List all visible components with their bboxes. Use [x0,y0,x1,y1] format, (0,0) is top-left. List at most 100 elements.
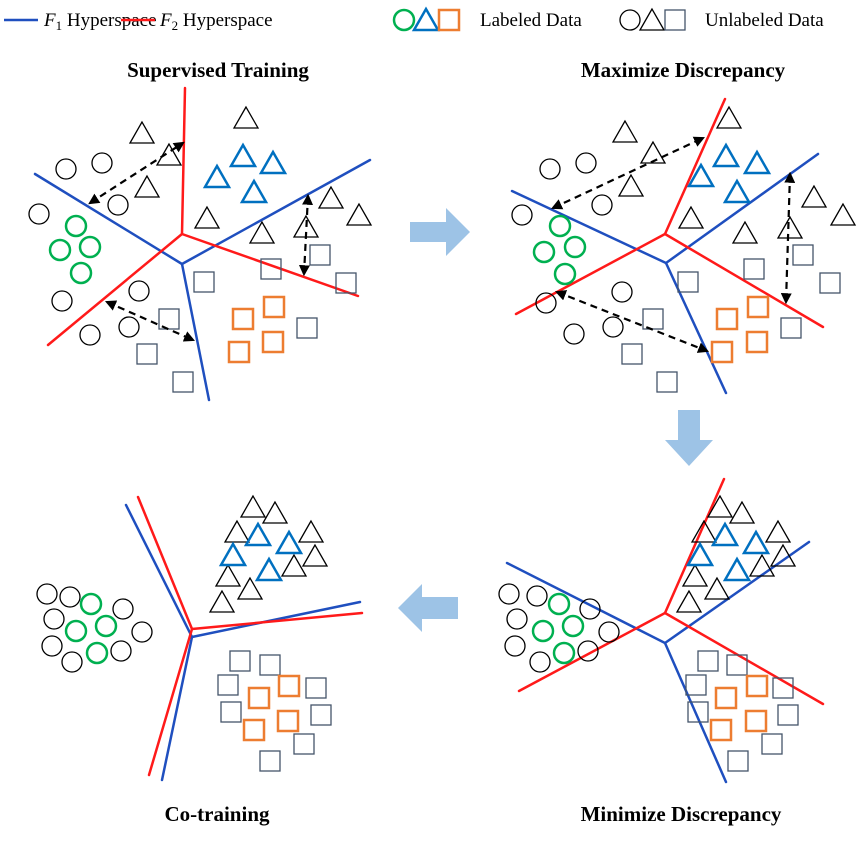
labeled-circle [94,614,118,638]
unlabeled-square [335,272,357,294]
unlabeled-square [309,244,331,266]
f2-boundary-line [147,627,194,777]
labeled-square [262,295,286,319]
unlabeled-square [621,343,643,365]
unlabeled-square [726,654,748,676]
labeled-circle [48,238,72,262]
unlabeled-triangle [193,205,221,229]
f1-legend-label: F1 Hyperspace [43,10,157,33]
unlabeled-circle [577,640,599,662]
labeled-square [714,686,738,710]
unlabeled-circle [611,281,633,303]
unlabeled-triangle [280,553,308,577]
f2-boundary-line [46,232,184,347]
f2-boundary-line [514,232,667,316]
panel-title-cotraining: Co-training [165,802,271,826]
labeled-triangle-icon [411,6,441,32]
unlabeled-circle [61,651,83,673]
unlabeled-triangle [214,563,242,587]
unlabeled-circle [539,158,561,180]
labeled-legend-label: Labeled Data [480,10,582,31]
labeled-circle [79,592,103,616]
unlabeled-square [727,750,749,772]
panel-title-supervised: Supervised Training [127,58,309,82]
unlabeled-circle [131,621,153,643]
unlabeled-square [772,677,794,699]
unlabeled-circle-icon [619,9,641,31]
discrepancy-arrow [780,171,796,305]
unlabeled-circle [110,640,132,662]
panel-title-maximize: Maximize Discrepancy [581,58,786,82]
labeled-triangle [722,556,752,582]
unlabeled-circle [28,203,50,225]
panel-minimize [498,477,825,784]
labeled-triangle [710,521,740,547]
labeled-circle [85,641,109,665]
f1-boundary-line [510,189,668,265]
unlabeled-square [305,677,327,699]
unlabeled-circle [51,290,73,312]
unlabeled-circle [579,598,601,620]
unlabeled-triangle [764,519,792,543]
unlabeled-triangle [748,553,776,577]
unlabeled-circle [55,158,77,180]
unlabeled-square [217,674,239,696]
unlabeled-circle [59,586,81,608]
labeled-triangle [685,541,715,567]
unlabeled-circle [504,635,526,657]
unlabeled-triangle [769,543,797,567]
unlabeled-circle [598,621,620,643]
labeled-triangle [202,163,232,189]
labeled-square [745,674,769,698]
f2-boundary-line [663,232,825,329]
unlabeled-triangle [677,205,705,229]
labeled-triangle [258,149,288,175]
unlabeled-square [819,272,841,294]
labeled-square-icon [437,8,461,32]
labeled-triangle [711,142,741,168]
f1-boundary-line [33,172,184,266]
labeled-circle [78,235,102,259]
labeled-triangle [254,556,284,582]
unlabeled-triangle [232,105,260,129]
unlabeled-square [296,317,318,339]
unlabeled-triangle [239,494,267,518]
f1-boundary-line [180,262,211,402]
unlabeled-square [697,650,719,672]
f1-boundary-line [160,635,194,782]
unlabeled-square [687,701,709,723]
unlabeled-triangle-icon [638,7,666,31]
unlabeled-circle [36,583,58,605]
f1-boundary-line [505,561,667,645]
unlabeled-square [220,701,242,723]
labeled-triangle [243,521,273,547]
labeled-square [745,330,769,354]
unlabeled-triangle [317,185,345,209]
unlabeled-square [259,750,281,772]
unlabeled-triangle [128,120,156,144]
unlabeled-circle [575,152,597,174]
unlabeled-triangle [690,519,718,543]
unlabeled-triangle [800,184,828,208]
unlabeled-triangle [715,105,743,129]
labeled-square [710,340,734,364]
panel-cotraining [36,494,364,782]
panels [28,86,857,784]
f2-boundary-line [136,495,194,631]
unlabeled-square [293,733,315,755]
unlabeled-triangle [728,500,756,524]
unlabeled-triangle [703,576,731,600]
unlabeled-circle [118,316,140,338]
f2-boundary-line [663,477,726,615]
labeled-triangle [686,162,716,188]
unlabeled-triangle [681,563,709,587]
unlabeled-circle [91,152,113,174]
unlabeled-circle [591,194,613,216]
unlabeled-circle [112,598,134,620]
unlabeled-square [642,308,664,330]
unlabeled-square [780,317,802,339]
f1-boundary-line [124,503,194,639]
legend-shapes [392,6,686,32]
labeled-square [746,295,770,319]
